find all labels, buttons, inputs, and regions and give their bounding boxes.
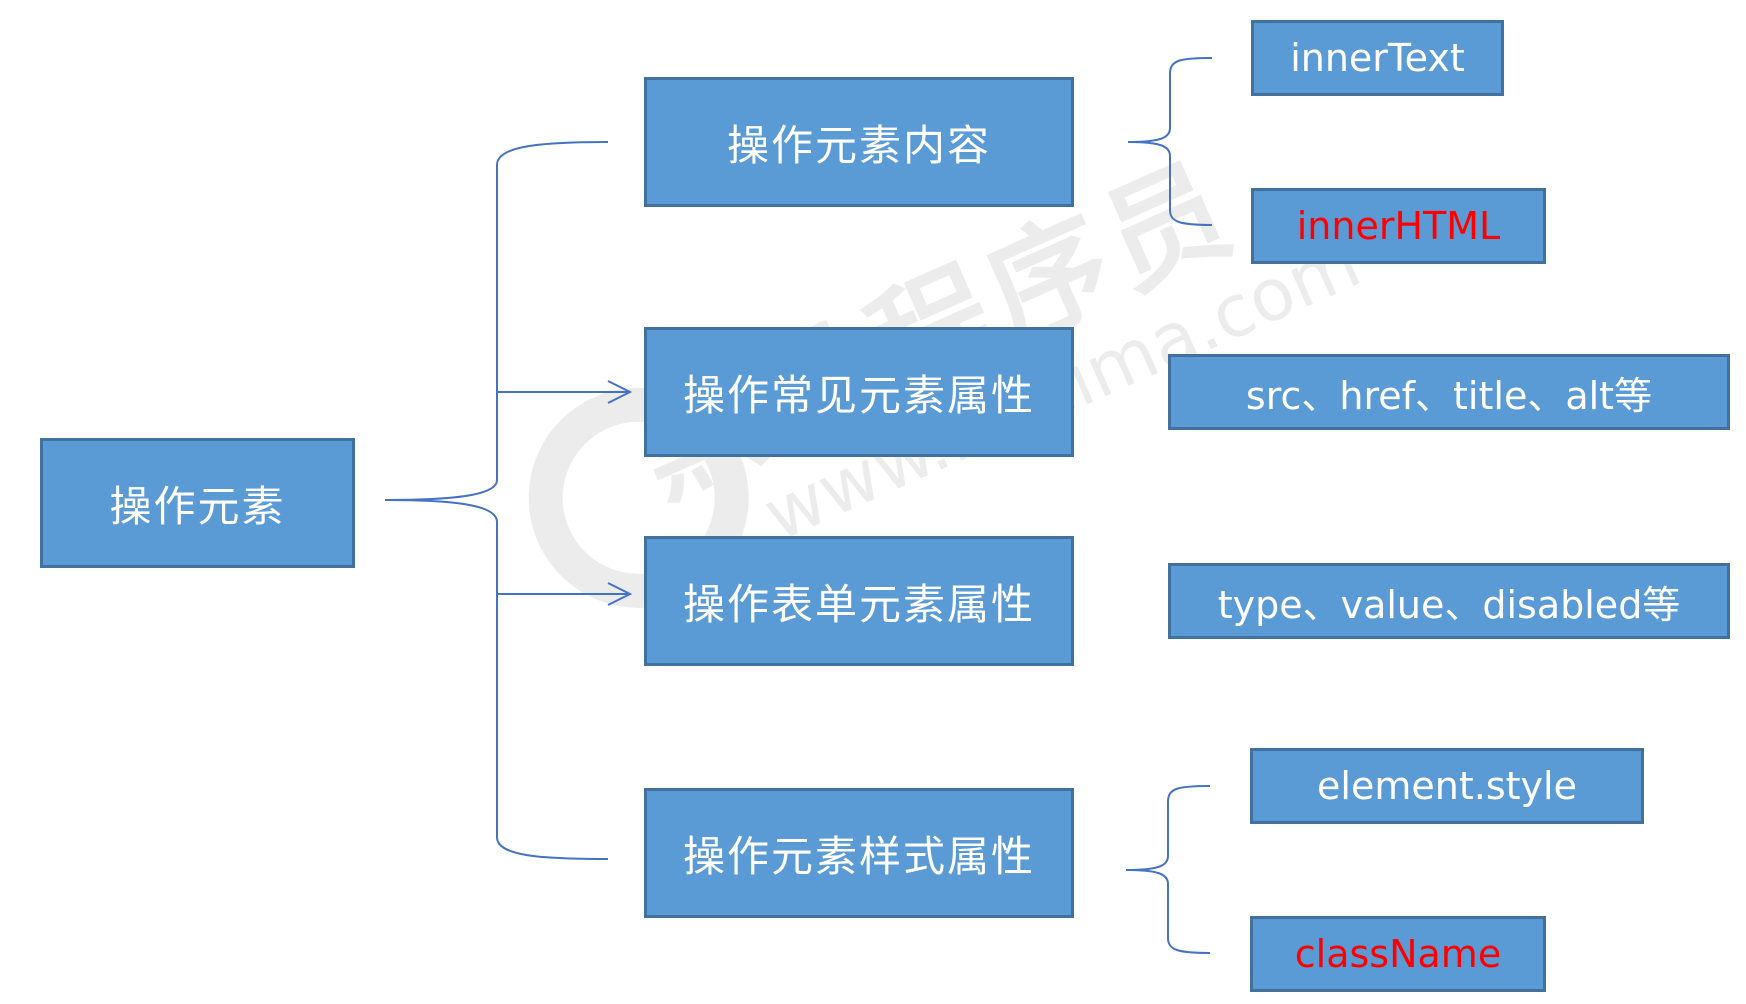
arrowhead-branch-2 <box>607 380 633 404</box>
branch-node-content: 操作元素内容 <box>644 77 1074 207</box>
leaf-node-label: src、href、title、alt等 <box>1245 373 1653 418</box>
branch-node-label: 操作元素内容 <box>726 120 991 170</box>
leaf-node-innerhtml: innerHTML <box>1251 188 1546 264</box>
branch-node-label: 操作表单元素属性 <box>682 579 1035 629</box>
leaf-node-label: element.style <box>1317 764 1577 808</box>
arrowhead-branch-3 <box>607 582 633 606</box>
branch-node-form-attributes: 操作表单元素属性 <box>644 536 1074 666</box>
leaf-node-innertext: innerText <box>1251 20 1504 96</box>
leaf-node-label: type、value、disabled等 <box>1217 582 1681 627</box>
leaf-node-label: className <box>1294 932 1502 976</box>
branch-node-style-attributes: 操作元素样式属性 <box>644 788 1074 918</box>
root-node-label: 操作元素 <box>109 481 286 531</box>
leaf-node-label: innerText <box>1290 36 1465 80</box>
branch-1-brace-lower <box>1127 141 1213 226</box>
branch-node-label: 操作元素样式属性 <box>682 831 1035 881</box>
leaf-node-element-style: element.style <box>1250 748 1644 824</box>
root-brace <box>384 141 609 501</box>
branch-4-brace <box>1125 785 1211 871</box>
leaf-node-classname: className <box>1250 916 1546 992</box>
branch-1-brace <box>1127 57 1213 143</box>
root-brace-lower <box>384 499 609 860</box>
root-node: 操作元素 <box>40 438 355 568</box>
leaf-node-label: innerHTML <box>1296 204 1501 248</box>
branch-4-brace-lower <box>1125 869 1211 954</box>
leaf-node-common-attrs: src、href、title、alt等 <box>1168 354 1730 430</box>
branch-node-attributes: 操作常见元素属性 <box>644 327 1074 457</box>
branch-node-label: 操作常见元素属性 <box>682 370 1035 420</box>
leaf-node-form-attrs: type、value、disabled等 <box>1168 563 1730 639</box>
